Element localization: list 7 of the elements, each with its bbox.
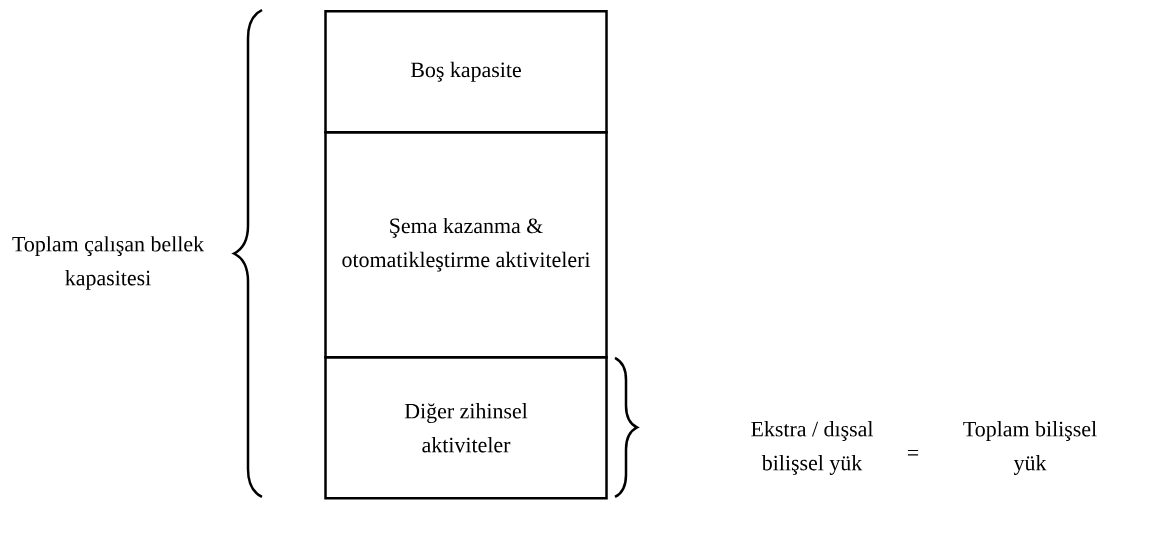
memory-box: Diğer zihinsel aktiviteler (324, 356, 608, 500)
memory-box: Boş kapasite (324, 10, 608, 134)
label-text: = (907, 449, 919, 456)
label-text: Ekstra / dışsal bilişsel yük (751, 421, 874, 475)
label-text: Toplam bilişsel yük (963, 421, 1097, 475)
memory-box: Şema kazanma & otomatikleştirme aktiviteleri (324, 131, 608, 359)
label-text: Toplam çalışan bellek kapasitesi (12, 236, 205, 290)
